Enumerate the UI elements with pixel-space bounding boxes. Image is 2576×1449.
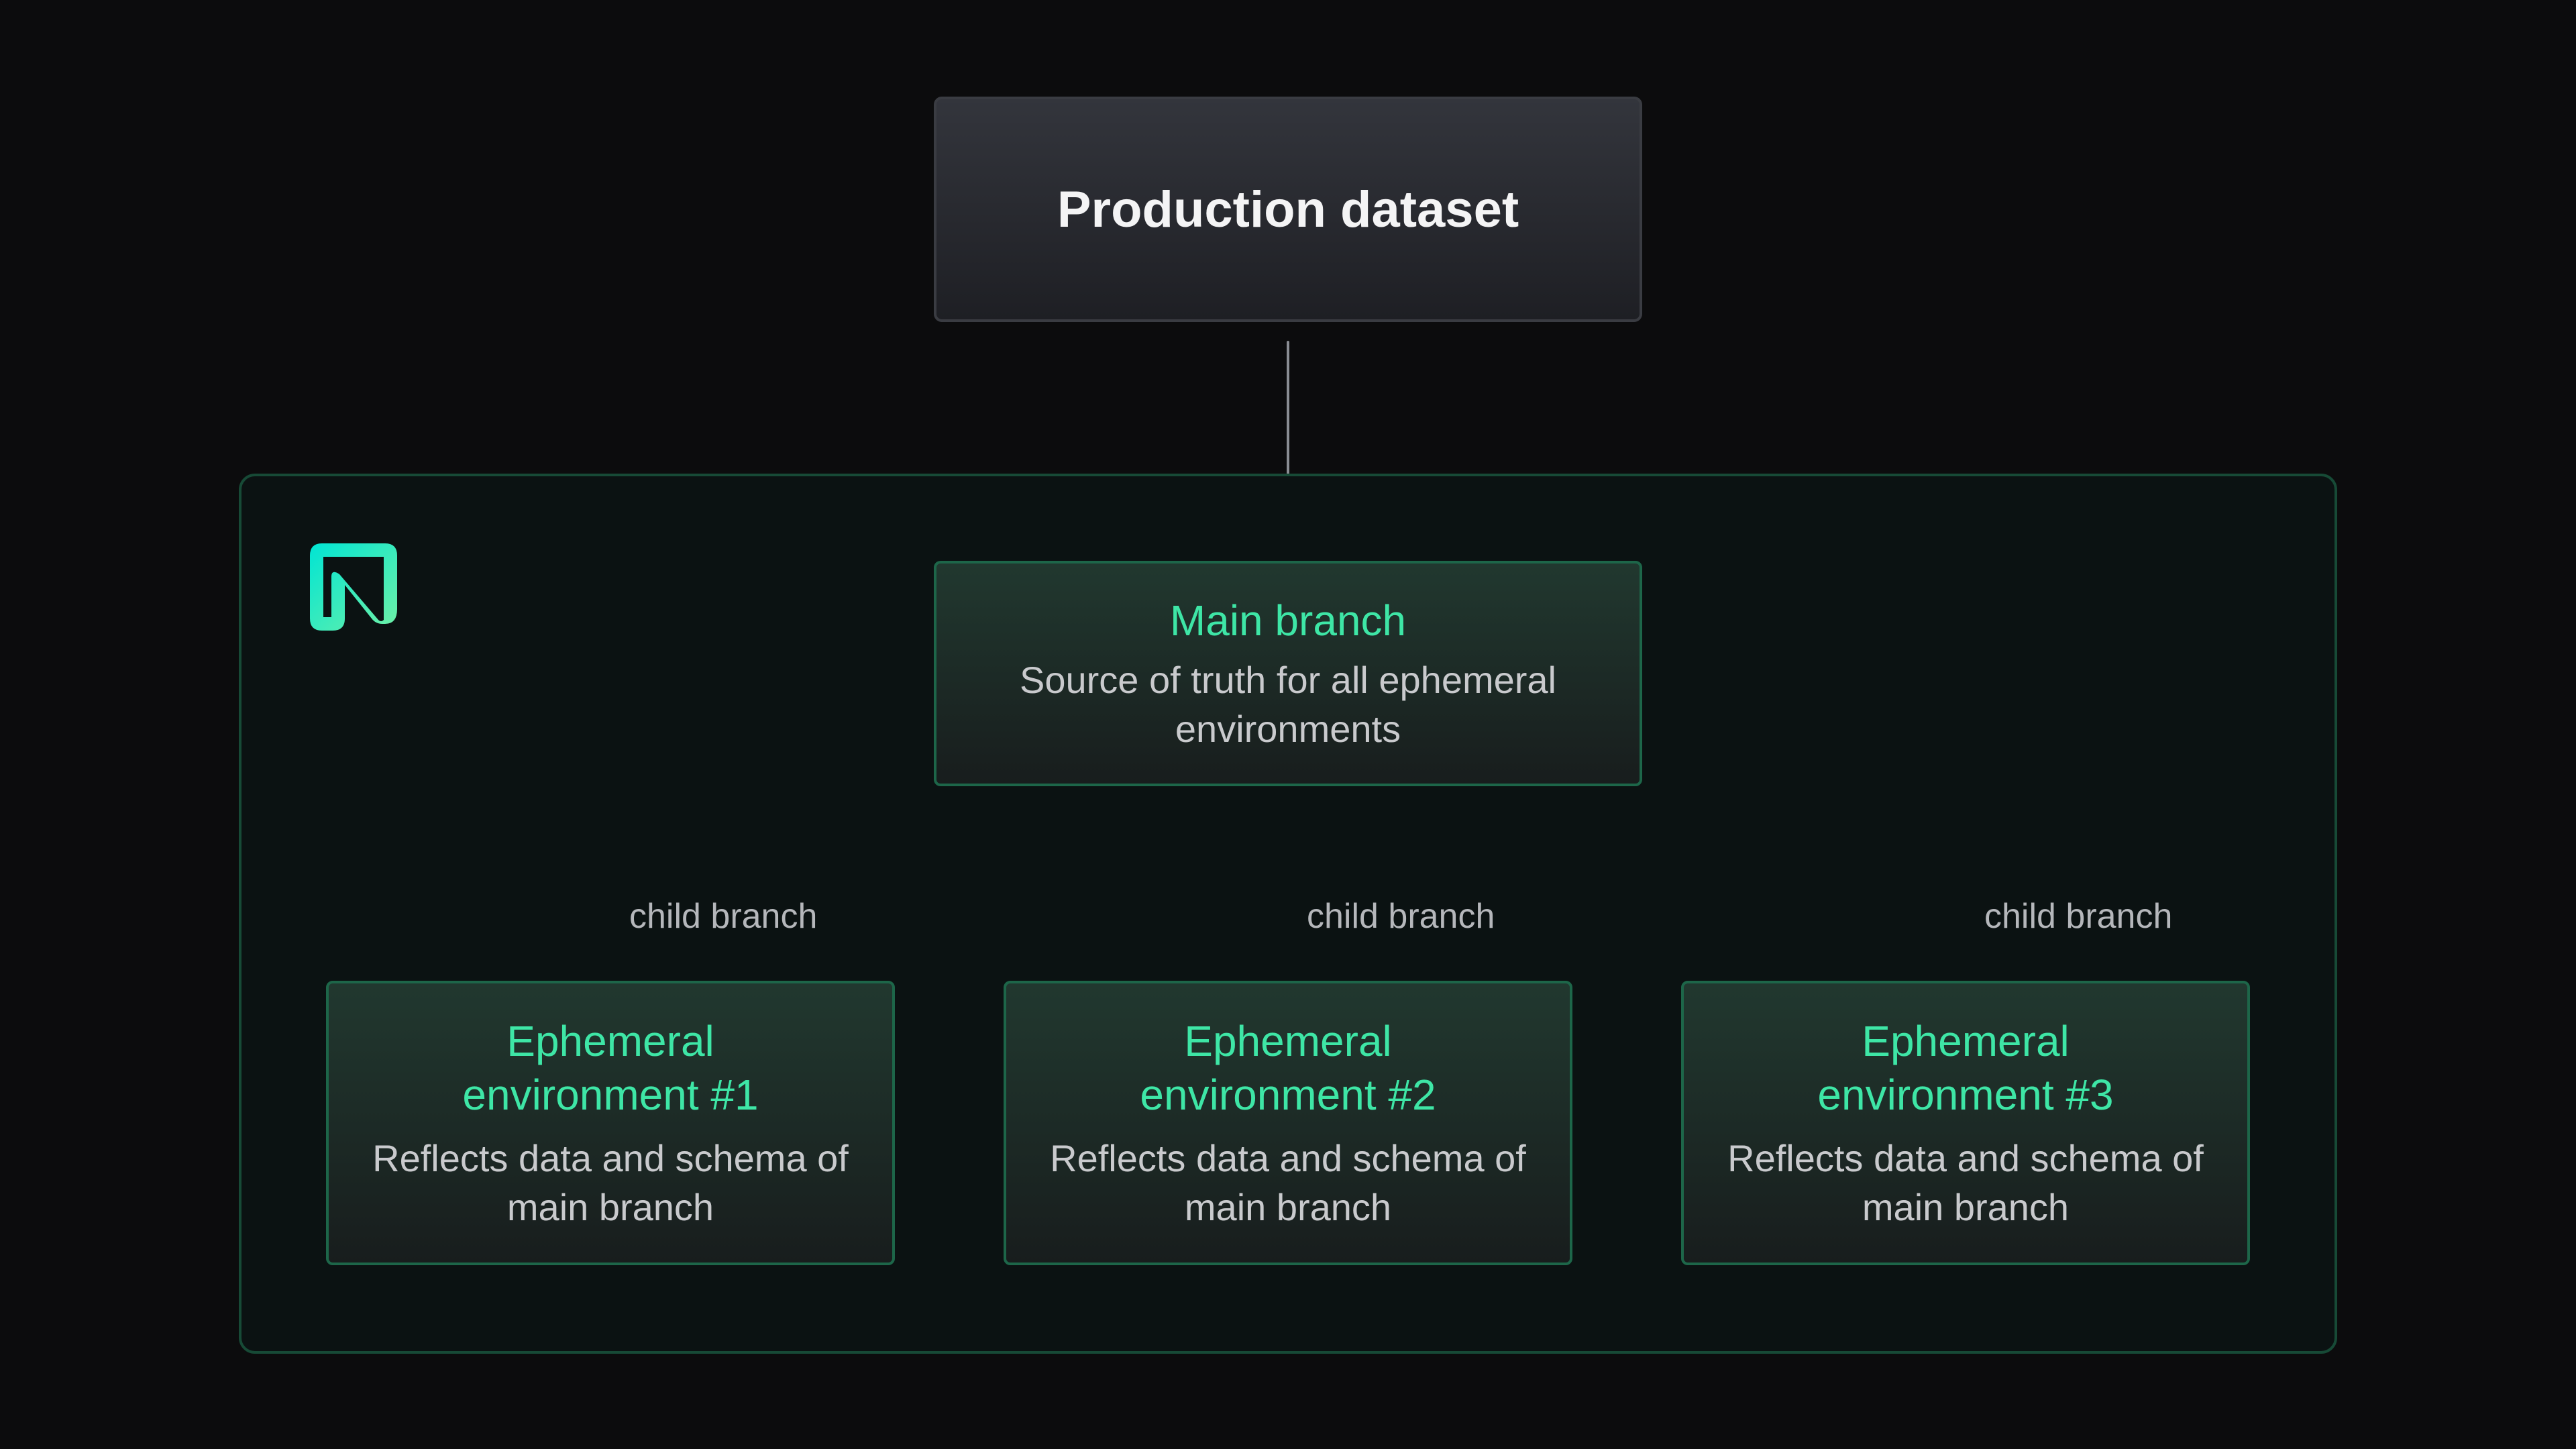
production-dataset-title: Production dataset (1057, 180, 1519, 238)
environment-3-description: Reflects data and schema of main branch (1727, 1137, 2204, 1228)
environment-1-description: Reflects data and schema of main branch (372, 1137, 849, 1228)
neon-logo-icon (310, 543, 397, 631)
ephemeral-environment-1-node: Ephemeral environment #1 Reflects data a… (326, 981, 895, 1265)
environment-2-description: Reflects data and schema of main branch (1050, 1137, 1526, 1228)
environment-2-title: Ephemeral environment #2 (1140, 1017, 1436, 1119)
ephemeral-environment-3-node: Ephemeral environment #3 Reflects data a… (1681, 981, 2250, 1265)
edge-label-child-branch-1: child branch (629, 897, 818, 936)
production-dataset-node: Production dataset (934, 97, 1642, 322)
main-branch-node: Main branch Source of truth for all ephe… (934, 561, 1642, 786)
main-branch-title: Main branch (1169, 596, 1407, 645)
environment-1-title: Ephemeral environment #1 (462, 1017, 759, 1119)
edge-label-child-branch-2: child branch (1307, 897, 1495, 936)
main-branch-description: Source of truth for all ephemeral enviro… (1020, 659, 1556, 750)
ephemeral-environment-2-node: Ephemeral environment #2 Reflects data a… (1004, 981, 1572, 1265)
edge-label-child-branch-3: child branch (1984, 897, 2173, 936)
environment-3-title: Ephemeral environment #3 (1817, 1017, 2114, 1119)
